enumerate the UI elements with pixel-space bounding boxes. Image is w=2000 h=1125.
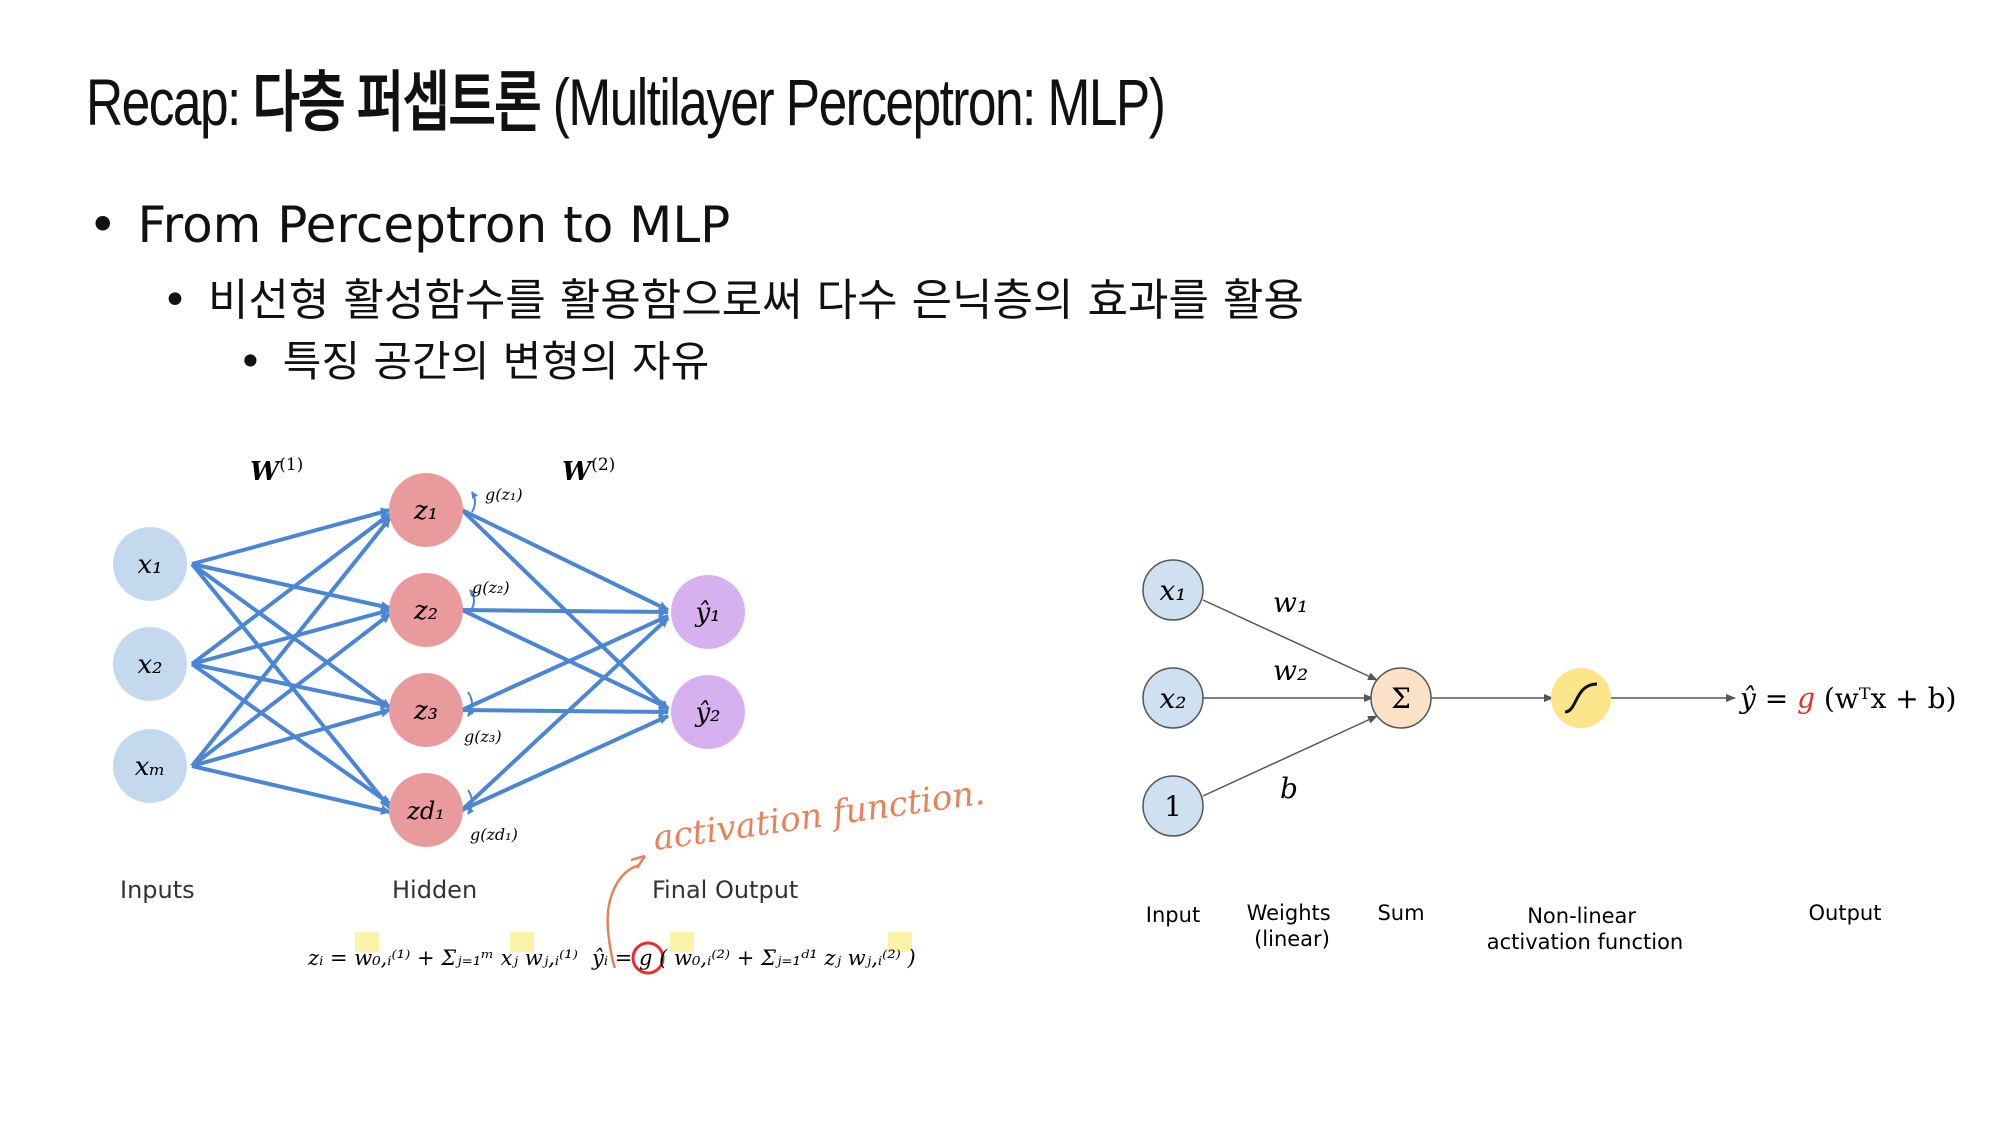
weight-label-2: W(2)	[562, 455, 615, 487]
sum-symbol: Σ	[1391, 682, 1411, 715]
label-weights-line2: (linear)	[1254, 927, 1330, 951]
bullet-level-3: • 특징 공간의 변형의 자유	[238, 328, 709, 389]
label-activation-line2: activation function	[1487, 930, 1683, 954]
perceptron-input-label: x₁	[1159, 574, 1186, 607]
slide-title: Recap: 다층 퍼셉트론 (Multilayer Perceptron: M…	[86, 62, 1166, 142]
hidden-node-label: z₁	[413, 496, 438, 526]
weight-w1: w₁	[1273, 586, 1308, 619]
input-node	[113, 627, 187, 701]
activation-label: g(z₁)	[485, 485, 523, 504]
perceptron-edges	[1202, 599, 1736, 797]
input-node-label: x₁	[137, 550, 162, 580]
input-node-label: x₂	[137, 650, 162, 680]
perceptron-bias-node	[1142, 775, 1204, 837]
sum-node	[1370, 667, 1432, 729]
weight-w2: w₂	[1273, 654, 1308, 687]
bullet-dot: •	[238, 337, 263, 386]
bullet-text: 비선형 활성함수를 활용함으로써 다수 은닉층의 효과를 활용	[207, 275, 1304, 326]
bullet-level-1: • From Perceptron to MLP	[88, 196, 730, 254]
title-suffix: (Multilayer Perceptron: MLP)	[540, 65, 1166, 139]
input-node	[113, 729, 187, 803]
bullet-text: 특징 공간의 변형의 자유	[282, 337, 710, 386]
title-korean: 다층 퍼셉트론	[252, 65, 542, 139]
equation-output: ŷᵢ = g ( w₀,ᵢ⁽²⁾ + Σⱼ₌₁ᵈ¹ zⱼ wⱼ,ᵢ⁽²⁾ )	[591, 946, 916, 970]
layer-label-inputs: Inputs	[120, 876, 195, 904]
highlight-box	[355, 932, 379, 952]
input-node-label: xₘ	[135, 752, 166, 782]
input-nodes: x₁ x₂ xₘ	[113, 527, 187, 803]
label-output: Output	[1809, 901, 1882, 925]
activation-label: g(z₃)	[464, 727, 502, 746]
output-node-label: ŷ₁	[694, 598, 720, 628]
output-nodes: ŷ₁ ŷ₂	[671, 575, 745, 749]
weight-b: b	[1280, 772, 1298, 805]
hidden-node-label: z₂	[413, 596, 438, 626]
g-circle	[631, 941, 665, 975]
edges-layer-1	[190, 507, 392, 815]
perceptron-input-node	[1142, 559, 1204, 621]
layer-label-output: Final Output	[652, 876, 798, 904]
hidden-node	[389, 673, 463, 747]
perceptron-input-node	[1142, 667, 1204, 729]
activation-label: g(zd₁)	[470, 825, 518, 844]
weight-label-1: W(1)	[250, 455, 303, 487]
hidden-nodes: z₁ z₂ z₃ zd₁	[389, 473, 463, 847]
bullet-dot: •	[162, 275, 188, 326]
hidden-node	[389, 573, 463, 647]
input-node	[113, 527, 187, 601]
sigmoid-icon	[1564, 682, 1598, 714]
bullet-level-2: • 비선형 활성함수를 활용함으로써 다수 은닉층의 효과를 활용	[162, 264, 1304, 328]
activation-arrows	[467, 491, 479, 815]
hidden-node-label: zd₁	[406, 797, 445, 825]
highlight-box	[510, 932, 534, 952]
label-activation: Non-linear activation function	[1487, 904, 1683, 954]
bullet-text: From Perceptron to MLP	[137, 196, 731, 254]
output-node	[671, 675, 745, 749]
annotation-arrowhead	[630, 854, 647, 869]
title-prefix: Recap:	[86, 65, 253, 139]
perceptron-diagram: x₁ x₂ 1 w₁ w₂ b Σ ŷ = g (wᵀx + b) Input …	[1142, 559, 1956, 954]
output-node-label: ŷ₂	[694, 698, 720, 728]
annotation-text: activation function.	[651, 773, 988, 859]
label-weights: Weights (linear)	[1247, 901, 1338, 951]
hidden-node	[389, 773, 463, 847]
perceptron-input-label: x₂	[1159, 682, 1186, 715]
edges-layer-2	[460, 508, 670, 812]
label-sum: Sum	[1377, 901, 1424, 925]
bullet-dot: •	[88, 196, 118, 254]
activation-label: g(z₂)	[472, 578, 510, 597]
output-equation: ŷ = g (wᵀx + b)	[1738, 682, 1956, 715]
label-weights-line1: Weights	[1247, 901, 1331, 925]
equation-hidden: zᵢ = w₀,ᵢ⁽¹⁾ + Σⱼ₌₁ᵐ xⱼ wⱼ,ᵢ⁽¹⁾	[307, 946, 578, 970]
layer-label-hidden: Hidden	[392, 876, 477, 904]
label-activation-line1: Non-linear	[1527, 904, 1636, 928]
mlp-diagram: W(1) W(2) x₁ x₂ xₘ z₁ z₂ z₃ zd₁ g(z₁) g(…	[113, 455, 988, 975]
label-input: Input	[1146, 903, 1200, 927]
output-node	[671, 575, 745, 649]
perceptron-bias-label: 1	[1164, 790, 1182, 823]
highlight-box	[888, 932, 912, 952]
hidden-node-label: z₃	[413, 696, 438, 726]
highlight-box	[670, 932, 694, 952]
activation-node	[1551, 668, 1611, 728]
annotation-curve	[606, 863, 641, 969]
hidden-node	[389, 473, 463, 547]
